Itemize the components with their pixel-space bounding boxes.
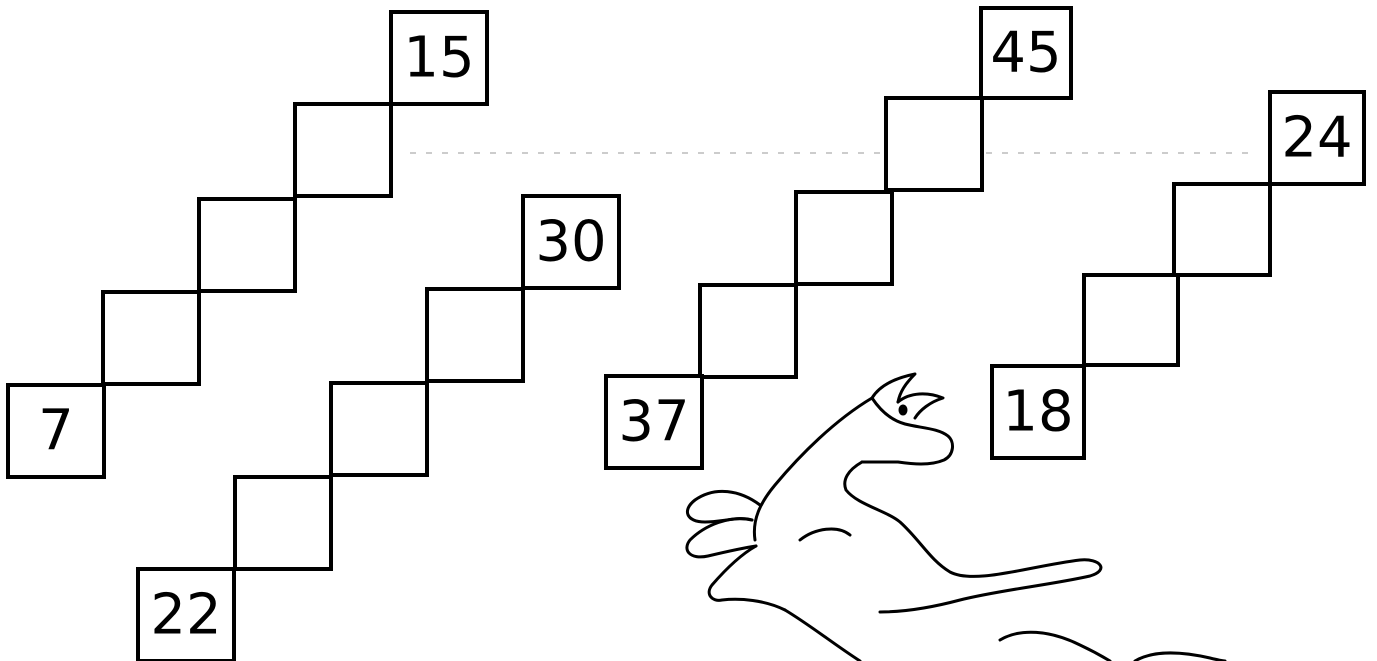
blank-box[interactable] [331, 383, 427, 475]
blank-box[interactable] [886, 98, 982, 190]
blank-box[interactable] [199, 199, 295, 291]
start-number: 7 [38, 399, 74, 464]
blank-box[interactable] [235, 477, 331, 569]
blank-box[interactable] [1084, 275, 1178, 365]
start-number: 18 [1002, 380, 1073, 445]
end-number: 24 [1281, 106, 1352, 171]
end-number: 15 [403, 26, 474, 91]
start-number: 22 [150, 583, 221, 648]
blank-box[interactable] [295, 104, 391, 196]
blank-box[interactable] [427, 289, 523, 381]
end-number: 30 [535, 210, 606, 275]
start-number: 37 [618, 390, 689, 455]
staircase-d: 18 24 [992, 92, 1364, 458]
kangaroo-illustration [687, 374, 1225, 661]
end-number: 45 [990, 21, 1061, 86]
blank-box[interactable] [103, 292, 199, 384]
blank-box[interactable] [796, 192, 892, 284]
blank-box[interactable] [700, 285, 796, 377]
blank-box[interactable] [1174, 184, 1270, 275]
